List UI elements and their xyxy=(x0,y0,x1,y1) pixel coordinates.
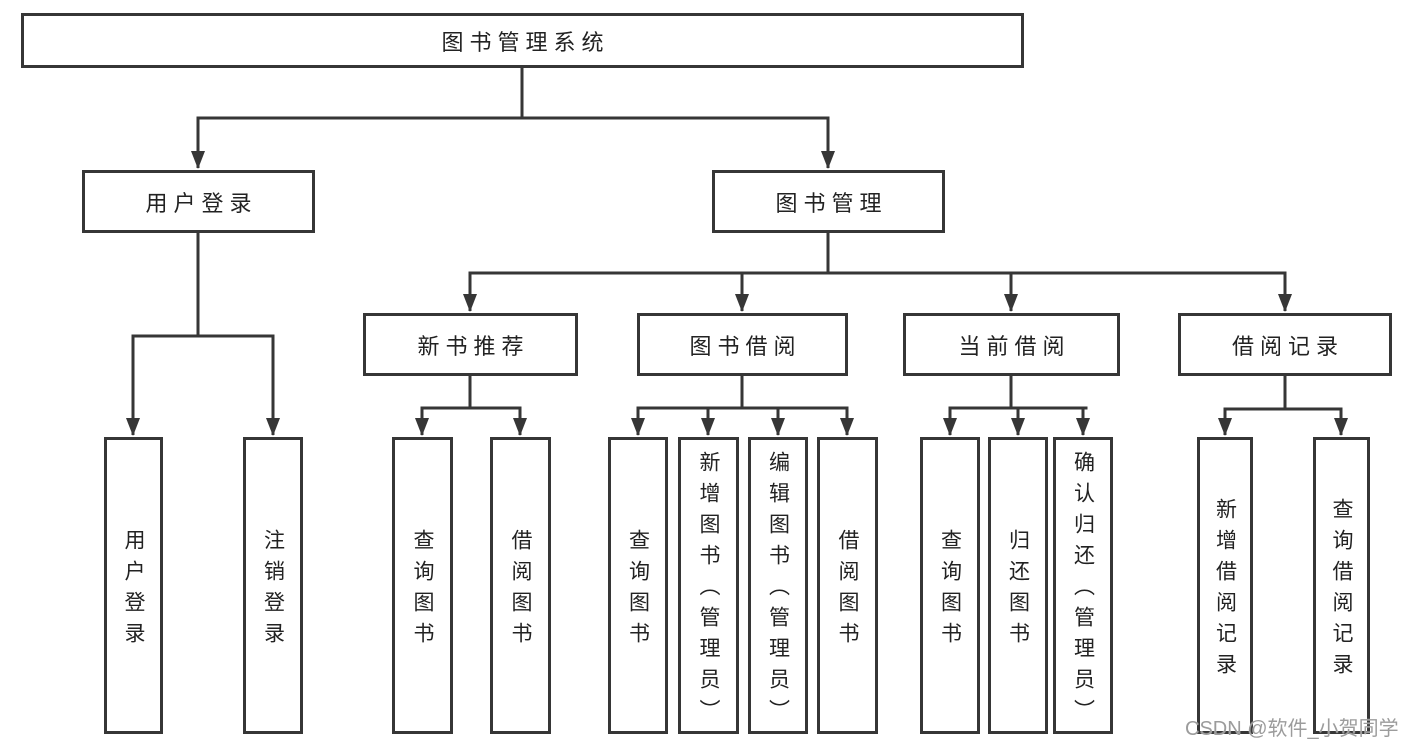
leaf-query-books-current: 查询图书 xyxy=(920,437,980,734)
connector-root-to-level2 xyxy=(191,67,835,169)
connector-new-book-recommend-children xyxy=(415,374,527,436)
leaf-return-books: 归还图书 xyxy=(988,437,1048,734)
node-root-system: 图书管理系统 xyxy=(21,13,1024,68)
leaf-add-book-admin: 新增图书（管理员） xyxy=(678,437,739,734)
leaf-add-borrow-record: 新增借阅记录 xyxy=(1197,437,1253,734)
leaf-query-books-borrowing: 查询图书 xyxy=(608,437,668,734)
leaf-user-login: 用户登录 xyxy=(104,437,163,734)
node-user-login: 用户登录 xyxy=(82,170,315,233)
node-book-borrowing: 图书借阅 xyxy=(637,313,848,376)
node-borrowing-records: 借阅记录 xyxy=(1178,313,1392,376)
leaf-confirm-return-admin: 确认归还（管理员） xyxy=(1053,437,1113,734)
leaf-borrow-books-recommend: 借阅图书 xyxy=(490,437,551,734)
connector-user-login-children xyxy=(126,231,280,436)
connector-current-borrowing-children xyxy=(943,374,1090,436)
connector-book-management-to-level3 xyxy=(463,231,1292,312)
leaf-query-books-recommend: 查询图书 xyxy=(392,437,453,734)
leaf-query-borrow-record: 查询借阅记录 xyxy=(1313,437,1370,734)
watermark-text: CSDN @软件_小贺同学 xyxy=(1185,718,1399,740)
node-new-book-recommend: 新书推荐 xyxy=(363,313,578,376)
connector-book-borrowing-children xyxy=(631,374,854,436)
leaf-edit-book-admin: 编辑图书（管理员） xyxy=(748,437,808,734)
leaf-borrow-books-borrowing: 借阅图书 xyxy=(817,437,878,734)
leaf-logout: 注销登录 xyxy=(243,437,303,734)
connector-borrowing-records-children xyxy=(1218,374,1348,436)
node-current-borrowing: 当前借阅 xyxy=(903,313,1120,376)
node-book-management: 图书管理 xyxy=(712,170,945,233)
